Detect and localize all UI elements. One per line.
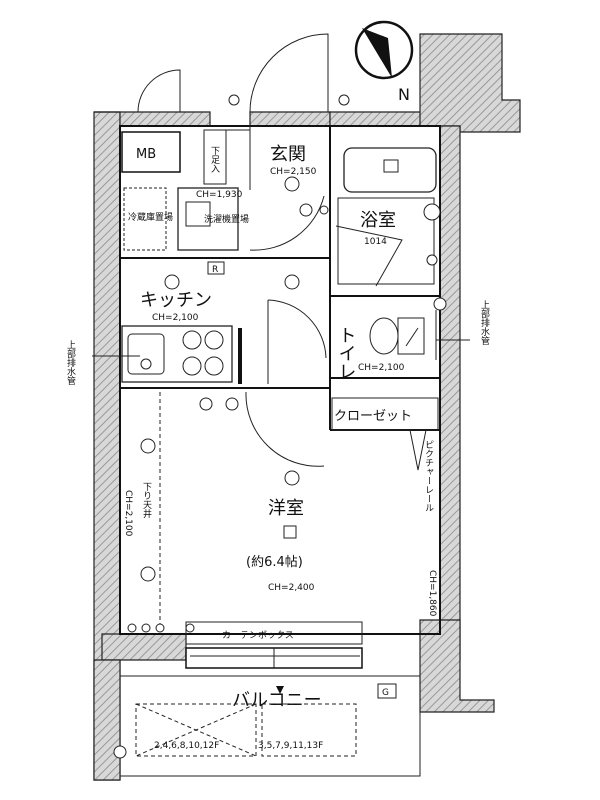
pipe-right-label: 上部排水管 bbox=[479, 300, 490, 345]
compass: N bbox=[354, 20, 414, 104]
bath-size: 1014 bbox=[364, 237, 387, 247]
balcony-area bbox=[119, 675, 421, 777]
hatch-odd bbox=[261, 703, 357, 757]
closet-box bbox=[331, 397, 439, 431]
sink bbox=[127, 333, 165, 375]
western-door bbox=[245, 391, 325, 467]
kitchen-counter bbox=[121, 325, 233, 383]
hatch-even bbox=[135, 703, 257, 757]
toilet-label: トイレ bbox=[336, 326, 357, 380]
pipe-left-label: 上部排水管 bbox=[65, 340, 76, 385]
washer-label: 洗濯機置場 bbox=[204, 213, 249, 225]
western-label: 洋室 bbox=[268, 498, 304, 519]
closet-label: クローゼット bbox=[334, 409, 412, 424]
shoebox-label: 下足入 bbox=[209, 146, 220, 173]
toilet-ch: CH=2,100 bbox=[358, 363, 405, 373]
compass-north-label: N bbox=[398, 85, 410, 104]
washer-ch: CH=1,930 bbox=[196, 190, 243, 200]
toilet-bowl bbox=[369, 317, 399, 355]
kitchen-ch: CH=2,100 bbox=[152, 313, 199, 323]
floors-odd: 3,5,7,9,11,13F bbox=[258, 741, 323, 751]
stove-burner-4 bbox=[204, 356, 224, 376]
curtain-box-label: カーテンボックス bbox=[222, 630, 294, 641]
western-ch: CH=2,400 bbox=[268, 583, 315, 593]
kitchen-label: キッチン bbox=[140, 290, 212, 311]
kitchen-door bbox=[267, 299, 327, 359]
r-mark: R bbox=[212, 265, 218, 275]
mb-label: MB bbox=[136, 147, 156, 162]
balcony-label: バルコニー bbox=[232, 690, 322, 711]
entrance-inner-door bbox=[249, 195, 325, 251]
lowered-ceiling-label: 下り天井 bbox=[141, 482, 152, 519]
stove-burner-3 bbox=[182, 356, 202, 376]
entrance-label: 玄関 bbox=[270, 144, 306, 165]
curtain-box bbox=[185, 621, 363, 645]
western-size: (約6.4帖) bbox=[246, 555, 303, 570]
fridge-label: 冷蔵庫置場 bbox=[128, 211, 173, 223]
outer-walls bbox=[93, 33, 521, 781]
g-mark: G bbox=[382, 688, 389, 698]
bath-door bbox=[335, 225, 403, 287]
bath-label: 浴室 bbox=[360, 210, 396, 231]
stove-burner-2 bbox=[204, 330, 224, 350]
stove-burner-1 bbox=[182, 330, 202, 350]
mb-door bbox=[137, 69, 181, 113]
lowered-ceiling-ch: CH=2,100 bbox=[123, 490, 133, 537]
entrance-door bbox=[249, 33, 329, 113]
picture-rail-ch: CH=1,860 bbox=[427, 570, 437, 617]
washer-space bbox=[177, 187, 239, 251]
picture-rail-label: ピクチャーレール bbox=[423, 440, 434, 512]
fridge-space bbox=[123, 187, 167, 251]
entrance-ch: CH=2,150 bbox=[270, 167, 317, 177]
mb-box bbox=[121, 131, 181, 173]
floors-even: 2,4,6,8,10,12F bbox=[154, 741, 219, 751]
